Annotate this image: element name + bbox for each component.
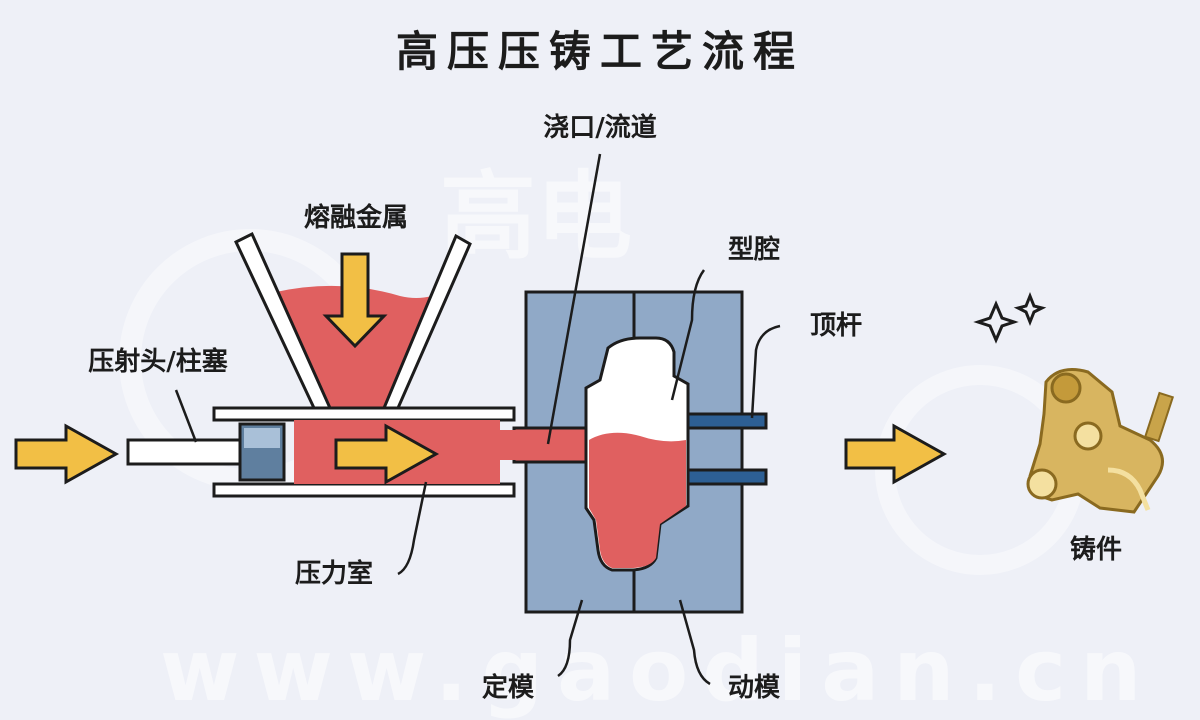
leader-lines [174,153,781,686]
label-cavity: 型腔 [728,235,780,265]
leader-cavity [670,269,706,401]
label-gate-runner: 浇口/流道 [543,112,657,143]
label-shot-chamber: 压力室 [295,558,373,589]
label-molten-metal: 熔融金属 [304,202,408,233]
arrow-output [844,423,948,485]
flow-arrows [14,252,948,485]
leader-plunger [174,389,198,443]
labels: 熔融金属 浇口/流道 型腔 压射头/柱塞 顶杆 压力室 定模 动模 铸件 [88,112,1122,703]
page-title: 高压压铸工艺流程 [396,27,804,76]
sparkle-icons [973,291,1047,344]
leader-chamber [397,481,428,576]
label-ejector-pin: 顶杆 [810,311,862,341]
leader-fixed-die [557,599,584,678]
label-casting: 铸件 [1070,535,1122,565]
arrow-metal-down [322,252,388,349]
leader-ejector [750,324,781,419]
mold-cavity [584,336,690,572]
leader-moving-die [678,599,711,686]
leader-gate [546,153,602,445]
watermark-url: www.gaodian.cn [160,621,1155,720]
label-plunger: 压射头/柱塞 [88,346,228,377]
watermark: www.gaodian.cn 高电 [119,161,1155,720]
arrow-in-chamber [334,423,440,485]
arrow-input [14,423,120,485]
plunger [126,422,286,482]
ejector-pins [686,412,768,486]
runner-channel [512,426,598,464]
watermark-brand: 高电 [440,161,632,273]
label-fixed-die: 定模 [482,672,535,703]
label-moving-die: 动模 [728,673,781,703]
funnel [234,231,472,410]
casting-part-icon [1026,368,1175,514]
